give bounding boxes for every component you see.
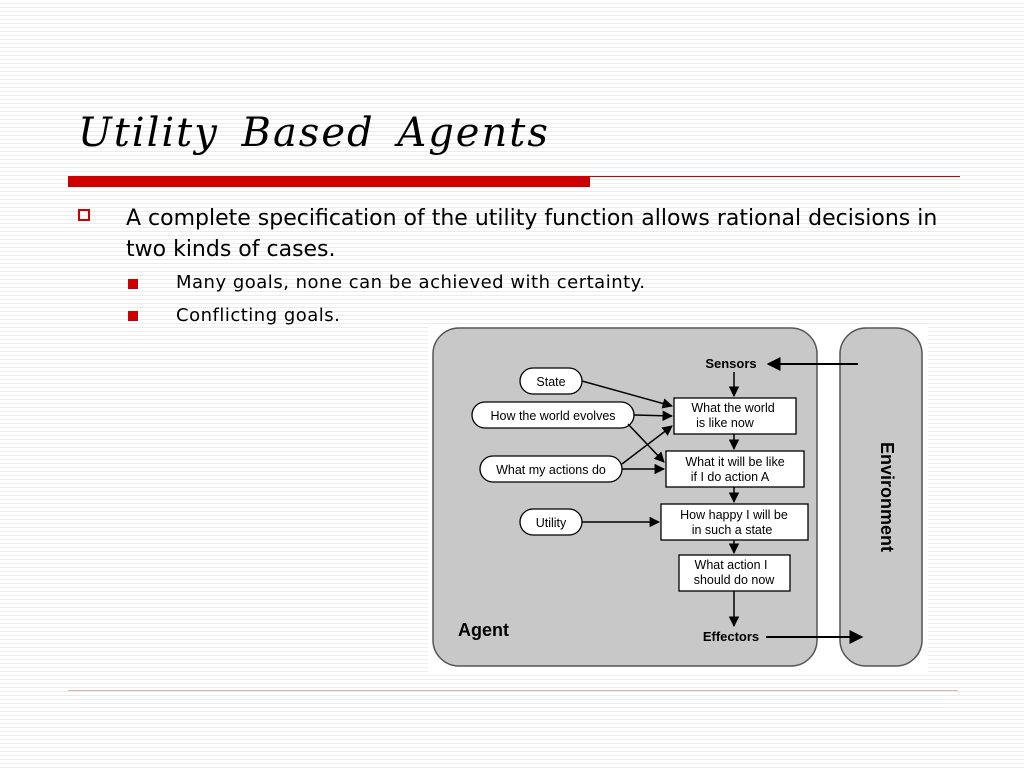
arrow-actions-to-world <box>621 425 673 465</box>
what-action-line-1: What action I <box>695 558 768 572</box>
filled-square-bullet-icon <box>128 279 138 289</box>
if-action-line-1: What it will be like <box>685 455 784 469</box>
state-oval-label: State <box>536 375 565 389</box>
title-underline-thin <box>590 176 960 177</box>
how-happy-line-2: in such a state <box>692 523 773 537</box>
effectors-label: Effectors <box>703 629 759 644</box>
main-bullet-text: A complete specification of the utility … <box>126 206 938 262</box>
sub-bullet-text-1: Many goals, none can be achieved with ce… <box>176 272 646 293</box>
agent-panel <box>432 327 818 667</box>
utility-agent-diagram: Environment Agent Sensors Effectors Stat… <box>428 324 928 672</box>
arrow-evolves-to-world <box>633 410 674 421</box>
actions-do-oval-label: What my actions do <box>496 463 606 477</box>
if-action-box <box>665 450 805 488</box>
what-action-line-2: should do now <box>694 573 776 587</box>
hollow-square-bullet-icon <box>78 209 90 221</box>
footer-divider <box>68 690 958 691</box>
how-happy-line-1: How happy I will be <box>680 508 788 522</box>
environment-label: Environment <box>877 442 897 552</box>
world-now-box <box>673 397 797 435</box>
title-underline-thick <box>68 176 590 187</box>
filled-square-bullet-icon <box>128 311 138 321</box>
sub-bullet-text-2: Conflicting goals. <box>176 305 341 326</box>
world-evolves-oval-label: How the world evolves <box>490 409 615 423</box>
world-now-line-1: What the world <box>691 401 774 415</box>
utility-oval-label: Utility <box>536 516 567 530</box>
arrow-state-to-world <box>581 380 674 409</box>
what-action-box <box>678 554 791 592</box>
agent-label: Agent <box>458 620 509 640</box>
arrow-evolves-to-if-action <box>627 423 665 463</box>
how-happy-box <box>660 503 809 541</box>
environment-panel <box>839 327 923 667</box>
slide-title: Utility Based Agents <box>78 110 550 156</box>
world-now-line-2: is like now <box>696 416 755 430</box>
if-action-line-2: if I do action A <box>691 470 770 484</box>
sensors-label: Sensors <box>705 356 756 371</box>
